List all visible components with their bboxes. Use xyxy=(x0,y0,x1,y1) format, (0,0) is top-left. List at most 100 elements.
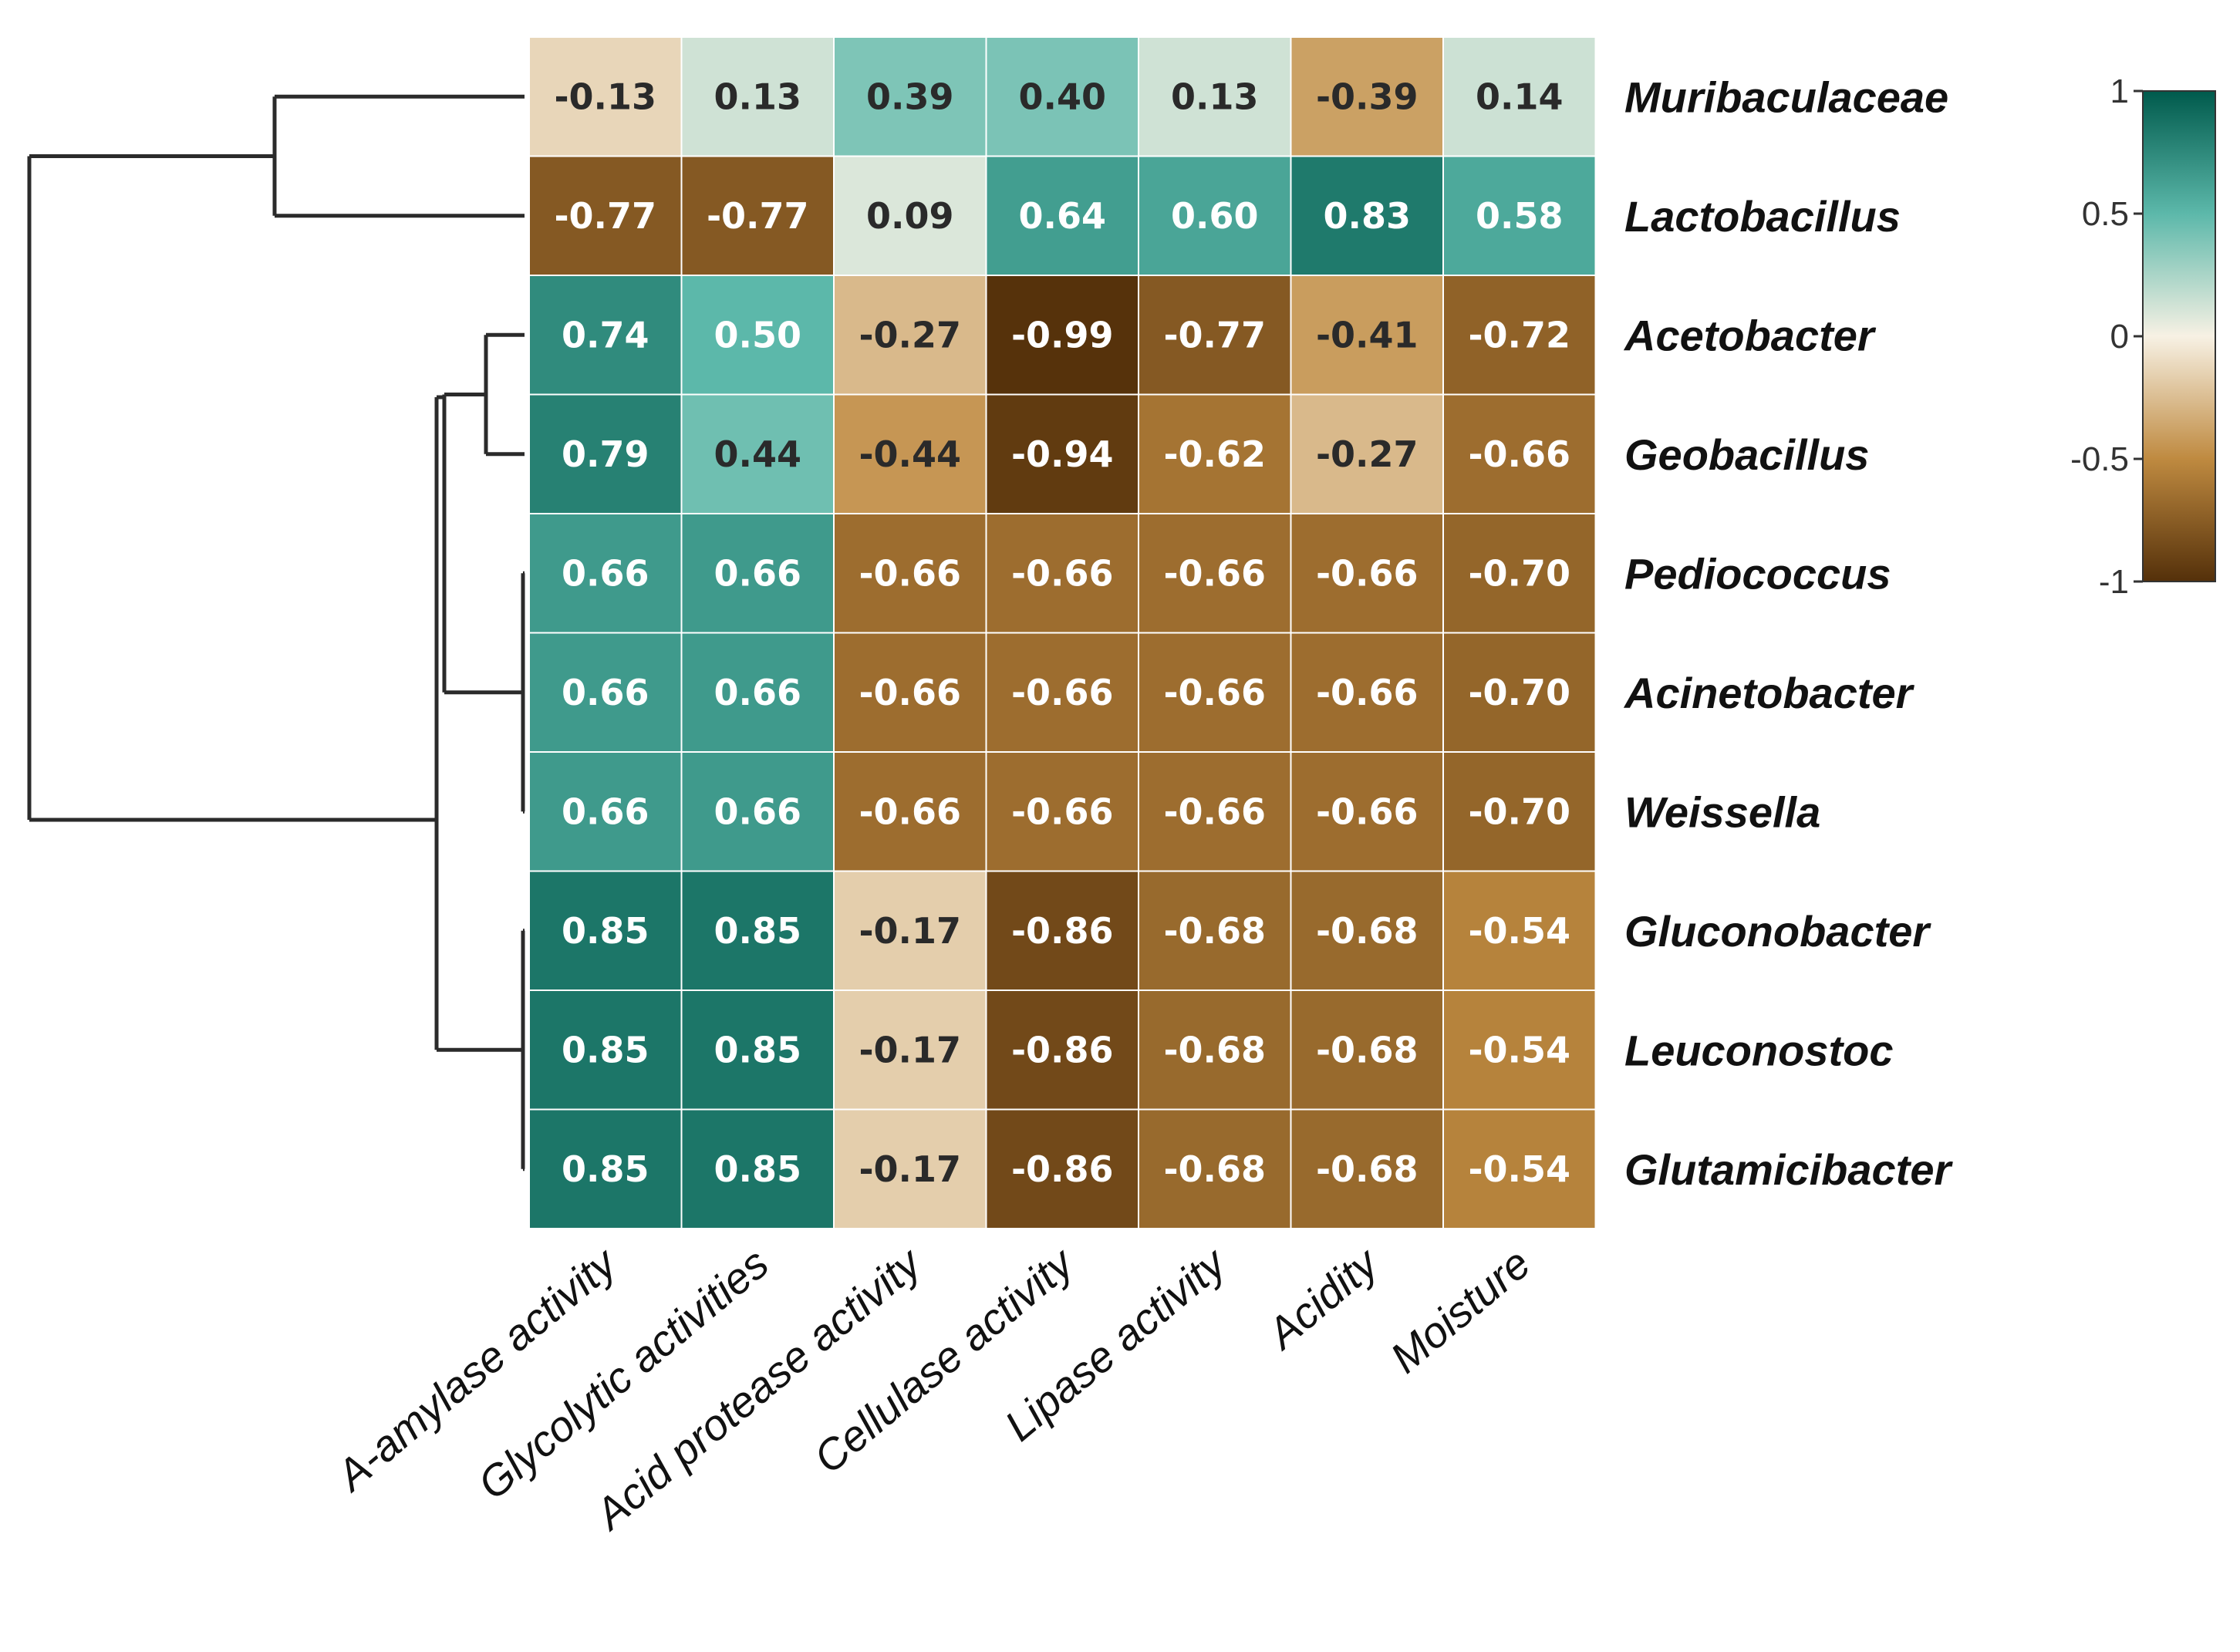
heatmap-cell xyxy=(833,1108,987,1229)
heatmap-cell xyxy=(1290,393,1444,514)
cell-value-label: -0.66 xyxy=(1163,791,1266,832)
cell-value-label: 0.66 xyxy=(562,791,649,832)
cell-value-label: 0.14 xyxy=(1476,76,1564,117)
row-label: Lactobacillus xyxy=(1624,192,1901,241)
heatmap-cell xyxy=(1138,990,1292,1111)
cell-value-label: -0.72 xyxy=(1468,314,1570,356)
row-labels: MuribaculaceaeLactobacillusAcetobacterGe… xyxy=(1623,72,1953,1194)
heatmap-cell xyxy=(1442,393,1597,514)
cell-value-label: -0.66 xyxy=(859,672,961,713)
cell-value-label: -0.68 xyxy=(1316,1148,1419,1190)
column-label: Moisture xyxy=(1381,1239,1539,1382)
cell-value-label: -0.66 xyxy=(859,552,961,594)
cell-value-label: -0.27 xyxy=(859,314,961,356)
heatmap-cell xyxy=(1290,632,1444,753)
cell-value-label: 0.66 xyxy=(562,552,649,594)
cell-value-label: -0.66 xyxy=(1316,552,1419,594)
cell-value-label: -0.66 xyxy=(1163,672,1266,713)
cell-value-label: -0.68 xyxy=(1163,910,1266,952)
heatmap-cell xyxy=(680,36,835,157)
cell-value-label: 0.85 xyxy=(714,1148,802,1190)
cell-value-label: 0.09 xyxy=(866,195,954,237)
row-label: Geobacillus xyxy=(1624,430,1869,479)
cell-value-label: -0.66 xyxy=(859,791,961,832)
color-scale-bar xyxy=(2142,90,2216,582)
heatmap-cell xyxy=(833,155,987,276)
heatmap-cell xyxy=(528,393,683,514)
cell-value-label: -0.66 xyxy=(1163,552,1266,594)
heatmap-cell xyxy=(833,36,987,157)
cell-value-label: 0.85 xyxy=(714,1029,802,1070)
column-label: Glycolytic activities xyxy=(469,1239,778,1509)
cell-value-label: -0.68 xyxy=(1316,910,1419,952)
cell-value-label: -0.17 xyxy=(859,1148,961,1190)
heatmap-cell xyxy=(680,632,835,753)
heatmap-cell xyxy=(1442,1108,1597,1229)
heatmap-cell xyxy=(985,393,1139,514)
row-label: Leuconostoc xyxy=(1624,1026,1893,1074)
heatmap-cell xyxy=(1138,632,1292,753)
column-label: Acidity xyxy=(1257,1237,1388,1359)
heatmap-cell xyxy=(1138,155,1292,276)
cell-value-label: 0.64 xyxy=(1019,195,1107,237)
heatmap-cell xyxy=(1442,990,1597,1111)
cell-value-label: -0.86 xyxy=(1011,910,1114,952)
heatmap-cell xyxy=(1442,513,1597,634)
cell-value-label: -0.68 xyxy=(1163,1029,1266,1070)
heatmap-cell xyxy=(833,870,987,991)
row-label: Acinetobacter xyxy=(1623,669,1915,717)
cell-value-label: -0.77 xyxy=(1163,314,1266,356)
heatmap-cell xyxy=(1138,1108,1292,1229)
cell-value-label: -0.62 xyxy=(1163,433,1266,475)
row-dendrogram xyxy=(27,94,525,1172)
heatmap-cell xyxy=(985,275,1139,396)
cell-value-label: 0.66 xyxy=(562,672,649,713)
cell-value-label: -0.66 xyxy=(1011,672,1114,713)
cell-value-label: -0.17 xyxy=(859,910,961,952)
cell-value-label: -0.68 xyxy=(1163,1148,1266,1190)
heatmap-cell xyxy=(1290,155,1444,276)
color-scale-tick-label: -0.5 xyxy=(2070,440,2129,478)
cell-value-label: 0.60 xyxy=(1171,195,1259,237)
column-label: A-amylase activity xyxy=(326,1237,627,1501)
cell-value-label: -0.70 xyxy=(1468,791,1570,832)
heatmap-cell xyxy=(528,870,683,991)
heatmap-cell xyxy=(985,1108,1139,1229)
heatmap-cell xyxy=(680,275,835,396)
heatmap-cell xyxy=(985,36,1139,157)
cell-value-label: 0.66 xyxy=(714,552,802,594)
cell-value-label: 0.85 xyxy=(562,1148,649,1190)
cell-value-label: 0.58 xyxy=(1476,195,1564,237)
cell-value-label: -0.39 xyxy=(1316,76,1419,117)
heatmap-cell xyxy=(985,632,1139,753)
cell-value-label: 0.13 xyxy=(1171,76,1259,117)
cell-value-label: -0.86 xyxy=(1011,1029,1114,1070)
cell-value-label: 0.44 xyxy=(714,433,802,475)
heatmap-cell xyxy=(1442,870,1597,991)
cell-value-label: -0.66 xyxy=(1316,672,1419,713)
cell-value-label: -0.17 xyxy=(859,1029,961,1070)
heatmap-cell xyxy=(528,36,683,157)
heatmap-cell xyxy=(1138,513,1292,634)
cell-value-label: -0.77 xyxy=(707,195,809,237)
color-scale-tick-label: 1 xyxy=(2110,72,2129,110)
heatmap-cell xyxy=(1442,36,1597,157)
cell-value-label: -0.66 xyxy=(1011,552,1114,594)
heatmap-cell xyxy=(680,1108,835,1229)
cell-value-label: -0.54 xyxy=(1468,1148,1570,1190)
color-scale-tick-label: 0.5 xyxy=(2082,195,2129,233)
heatmap-cell xyxy=(680,870,835,991)
heatmap-cell xyxy=(528,751,683,872)
cell-value-label: -0.70 xyxy=(1468,672,1570,713)
heatmap-cell xyxy=(528,155,683,276)
heatmap-cell xyxy=(1290,1108,1444,1229)
cell-value-label: -0.70 xyxy=(1468,552,1570,594)
heatmap-cell xyxy=(833,275,987,396)
heatmap-cell xyxy=(833,990,987,1111)
heatmap-cell xyxy=(985,751,1139,872)
heatmap-cell xyxy=(1290,751,1444,872)
cell-value-label: -0.27 xyxy=(1316,433,1419,475)
column-label: Cellulase activity xyxy=(805,1237,1084,1482)
